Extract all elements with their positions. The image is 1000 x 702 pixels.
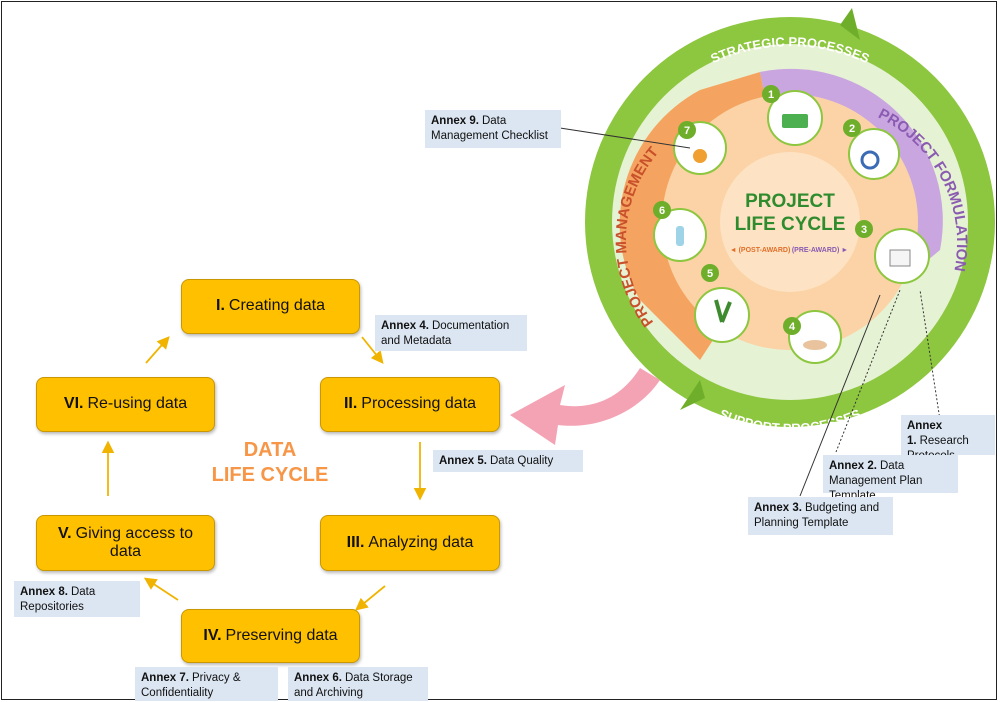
step-7-badge [678,121,696,139]
stage-number: III. [346,533,365,551]
arrow-creating-to-processing [361,336,384,364]
test-tube-icon [676,226,684,246]
center-disc [720,152,860,292]
annex-text: Data Management Checklist [431,115,548,142]
step-4-number: 4 [789,321,796,333]
step-6: 6 [653,201,707,262]
step-4-circle [788,310,842,364]
step-1-badge [762,85,780,103]
step-4: 4 [783,310,842,364]
annex-id: Annex 2. [829,460,877,472]
stage-label: Creating data [228,297,325,315]
annex-text: Budgeting and Planning Template [754,502,880,529]
annex-id: Annex 7. [141,672,189,684]
step-7: 7 [673,121,727,175]
stage-number: I. [216,297,225,315]
annex-text: Documentation and Metadata [381,320,510,347]
step-3-number: 3 [861,224,867,236]
step-5-number: 5 [707,268,713,280]
step-5-badge [701,264,719,282]
stage-preserving-data: IV.Preserving data [181,609,360,663]
step-5: 5 [694,264,750,343]
annex-text: Data Repositories [20,586,96,613]
arrow-preserving-to-access [143,577,179,601]
step-6-badge [653,201,671,219]
step-2-number: 2 [849,123,855,135]
annex-4-callout: Annex 4.Documentation and Metadata [375,315,527,351]
annex-id: Annex 4. [381,320,429,332]
annex-2-callout: Annex 2.Data Management Plan Template [823,455,958,502]
plant-icon [714,299,732,323]
stage-analyzing-data: III.Analyzing data [320,515,500,571]
stage-number: V. [57,524,72,542]
annex1-leader [919,289,941,421]
harvest-icon [693,149,707,163]
stage-label: Giving access to data [75,524,194,560]
stage-number: II. [343,395,358,413]
stage-label: Processing data [361,395,477,413]
big-curved-arrow [510,368,660,445]
step-3: 3 [855,220,930,284]
arrow-analyzing-to-preserving [355,585,386,611]
pre-award-label: (PRE-AWARD) ► [792,247,848,254]
annex-text: Data Storage and Archiving [294,672,413,699]
stage-processing-data: II.Processing data [320,377,500,432]
step-2-badge [843,119,861,137]
annex3-leader [799,294,881,497]
document-icon [889,249,911,267]
data-cycle-title-line2: LIFE CYCLE [211,464,329,486]
annex9-leader [559,127,691,149]
money-icon [782,114,808,128]
annex-id: Annex 5. [439,455,487,467]
step-4-badge [783,317,801,335]
stage-number: IV. [203,626,222,644]
stage-reusing-data: VI.Re-using data [36,377,215,432]
stage-giving-access: V.Giving access to data [36,515,215,571]
annex-id: Annex 1. [907,420,943,447]
step-1-number: 1 [768,89,774,101]
ring-arrow-top [840,8,860,40]
annex-6-callout: Annex 6.Data Storage and Archiving [288,667,428,701]
handshake-icon [803,340,827,350]
magnifier-icon [860,150,880,170]
post-award-label: ◄ (POST-AWARD) [730,247,791,254]
project-cycle-title-line2: LIFE CYCLE [735,214,846,235]
annex-7-callout: Annex 7.Privacy & Confidentiality [135,667,278,701]
annex-id: Annex 3. [754,502,802,514]
arrow-reusing-to-creating [145,336,170,364]
stage-number: VI. [63,395,84,413]
stage-label: Re-using data [87,395,188,413]
step-6-number: 6 [659,205,665,217]
stage-label: Analyzing data [368,533,474,551]
project-cycle-title-line1: PROJECT [745,191,835,212]
step-7-number: 7 [684,125,690,137]
annex-8-callout: Annex 8.Data Repositories [14,581,140,617]
annex-text: Data Quality [489,455,554,467]
step-2: 2 [843,119,900,180]
ring-arrow-bottom [680,380,705,410]
annex-1-callout: Annex 1.Research Protocols [901,415,995,462]
stage-creating-data: I.Creating data [181,279,360,334]
annex-id: Annex 9. [431,115,479,127]
annex-9-callout: Annex 9.Data Management Checklist [425,110,561,148]
step-3-badge [855,220,873,238]
data-cycle-title-line1: DATA [243,439,297,461]
annex-id: Annex 6. [294,672,342,684]
annex-id: Annex 8. [20,586,68,598]
annex-text: Privacy & Confidentiality [141,672,241,699]
annex-5-callout: Annex 5.Data Quality [433,450,583,472]
data-life-cycle-title: DATA LIFE CYCLE [180,438,360,488]
annex2-leader [835,289,901,453]
annex-3-callout: Annex 3.Budgeting and Planning Template [748,497,893,535]
step-1: 1 [762,85,823,146]
stage-label: Preserving data [225,626,338,644]
